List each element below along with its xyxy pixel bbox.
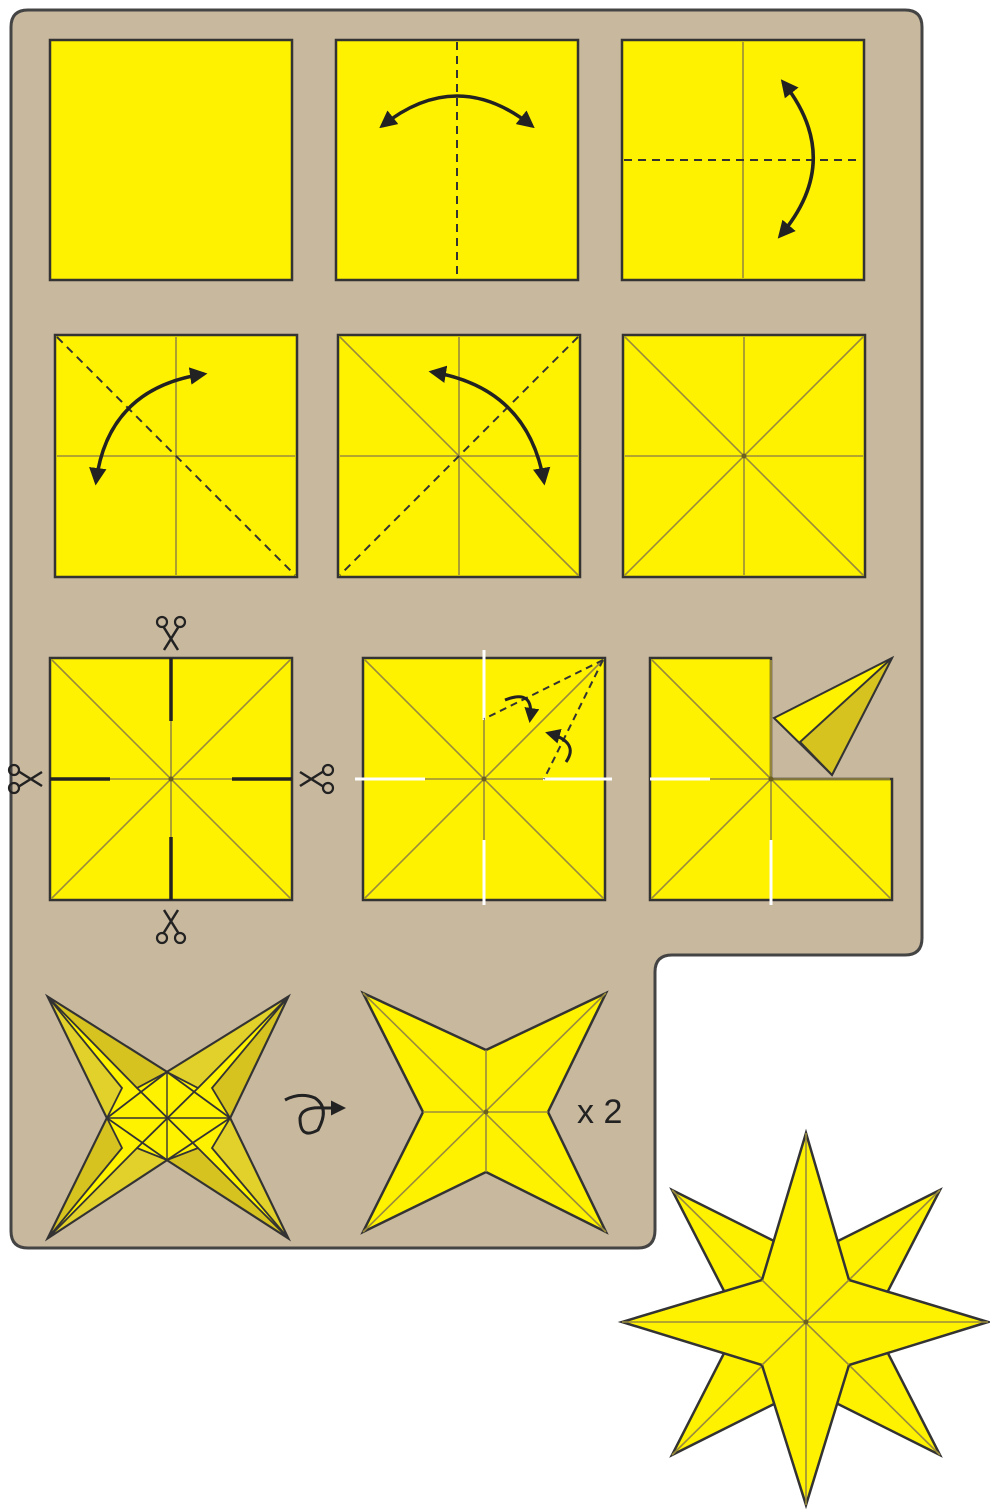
step-8-fold-point: [355, 650, 612, 905]
curved-double-arrow-icon: [379, 94, 535, 129]
step-7-cut-four-slits: [7, 615, 335, 945]
scissors-icon: [155, 615, 187, 651]
fold-arrow-icon: [504, 695, 540, 723]
scissors-icon: [155, 909, 187, 945]
curved-double-arrow-icon: [777, 79, 815, 239]
step-4-diagonal-fold: [53, 333, 299, 579]
scissors-icon: [7, 763, 43, 795]
step-6-creased-square: [621, 333, 867, 579]
step-5-opposite-diagonal-fold: [336, 333, 582, 579]
multiplier-label: x 2: [577, 1093, 623, 1131]
step-9-point-formed: [648, 655, 895, 905]
step-3-horizontal-valley-fold: [620, 38, 866, 282]
step-10-four-point-star-back: [44, 993, 292, 1242]
step-12-eight-point-star: [617, 1128, 990, 1510]
curved-double-arrow-icon: [428, 365, 551, 486]
scissors-icon: [299, 763, 335, 795]
step-1-square: [48, 38, 294, 282]
fold-arrow-icon: [545, 729, 572, 763]
step-2-vertical-valley-fold: [334, 38, 580, 282]
turn-over-icon: [284, 1093, 346, 1135]
curved-double-arrow-icon: [89, 367, 208, 486]
instruction-panel: [9, 8, 924, 1250]
step-11-four-point-star-front: [360, 990, 609, 1235]
